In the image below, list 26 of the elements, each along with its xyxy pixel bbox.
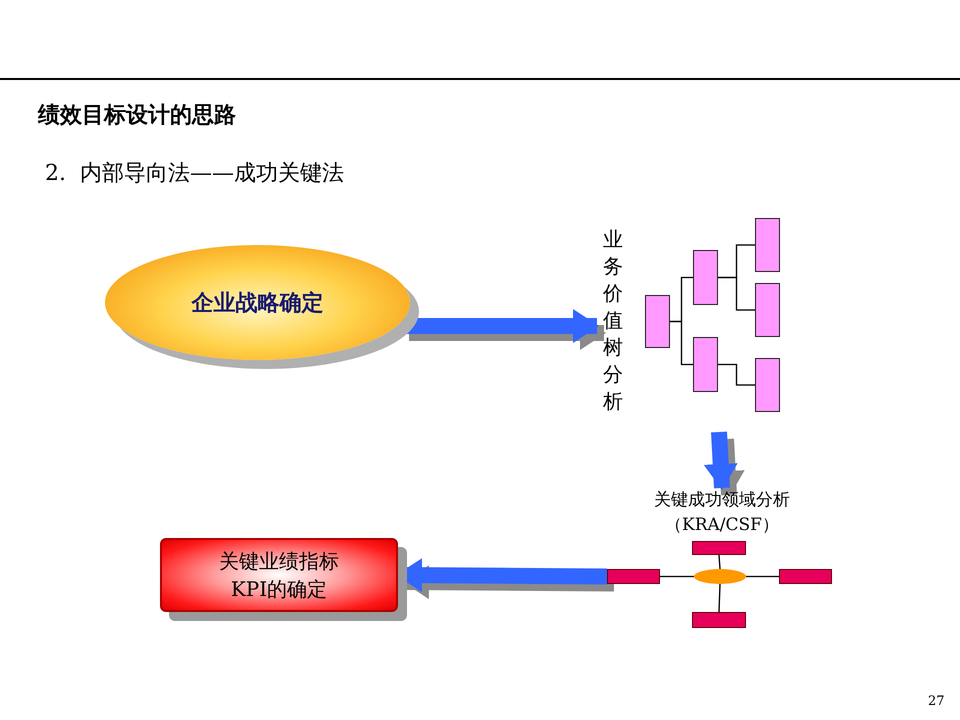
tree-box (755, 218, 780, 272)
tree-box (693, 337, 718, 392)
connector-line (718, 276, 755, 311)
tree-box (755, 358, 780, 412)
connector-line (718, 364, 755, 386)
subtitle: 2. 内部导向法——成功关键法 (45, 160, 344, 188)
analysis-heading: 关键成功领域分析（KRA/CSF） (612, 488, 832, 540)
block-arrow (704, 432, 738, 490)
center-oval (694, 569, 746, 584)
area-box (607, 569, 660, 584)
banner-text: 关键业绩指标KPI的确定 (218, 548, 340, 603)
vertical-heading: 业务价值树分析 (603, 226, 625, 426)
tree-box (693, 250, 718, 305)
connector-line (718, 584, 721, 612)
connector-line (746, 576, 779, 578)
connector-line (660, 576, 694, 578)
area-box (692, 612, 746, 628)
connector-line (718, 554, 721, 570)
connector-line (670, 320, 693, 366)
tree-box (755, 283, 780, 337)
area-box (692, 541, 746, 555)
slide-title: 绩效目标设计的思路 (38, 101, 236, 130)
ellipse-text: 企业战略确定 (192, 288, 324, 318)
page-number: 27 (928, 694, 945, 709)
tree-box (645, 295, 670, 348)
area-box (779, 569, 832, 584)
